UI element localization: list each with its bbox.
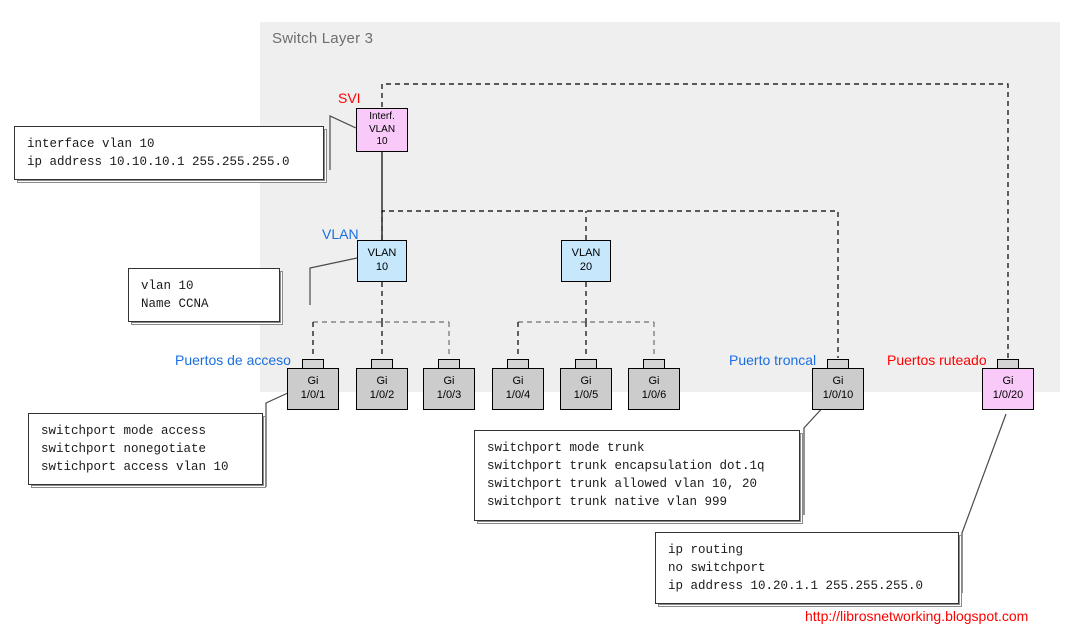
node-port-gi-1-0-3[interactable]: Gi 1/0/3 xyxy=(423,368,475,410)
port-10-line-1: Gi xyxy=(832,375,844,388)
port-20-line-1: Gi xyxy=(1002,375,1014,388)
port-3-line-2: 1/0/3 xyxy=(436,389,462,401)
label-svi: SVI xyxy=(338,90,361,106)
port-tab-gi-1-0-6 xyxy=(643,359,665,368)
port-tab-gi-1-0-3 xyxy=(438,359,460,368)
node-port-gi-1-0-2[interactable]: Gi 1/0/2 xyxy=(356,368,408,410)
config-box-svi: interface vlan 10 ip address 10.10.10.1 … xyxy=(14,126,324,181)
vlan-10-line-2: 10 xyxy=(375,261,389,273)
port-tab-gi-1-0-10 xyxy=(827,359,849,368)
vlan-10-line-1: VLAN xyxy=(367,247,397,260)
label-access-ports: Puertos de acceso xyxy=(175,352,291,368)
port-tab-gi-1-0-1 xyxy=(302,359,324,368)
footer-url[interactable]: http://librosnetworking.blogspot.com xyxy=(805,608,1029,624)
port-2-line-2: 1/0/2 xyxy=(369,389,395,401)
port-tab-gi-1-0-2 xyxy=(371,359,393,368)
label-trunk-port: Puerto troncal xyxy=(729,352,817,368)
port-tab-gi-1-0-4 xyxy=(507,359,529,368)
vlan-20-line-2: 20 xyxy=(579,261,593,273)
config-box-routed: ip routing no switchport ip address 10.2… xyxy=(655,532,959,605)
node-port-gi-1-0-6[interactable]: Gi 1/0/6 xyxy=(628,368,680,410)
switch-panel xyxy=(260,22,1060,392)
port-2-line-1: Gi xyxy=(376,375,388,388)
svi-line-1: Interf. xyxy=(369,111,395,123)
port-4-line-1: Gi xyxy=(512,375,524,388)
port-4-line-2: 1/0/4 xyxy=(505,389,531,401)
port-1-line-2: 1/0/1 xyxy=(300,389,326,401)
label-routed-ports: Puertos ruteado xyxy=(887,352,987,368)
port-6-line-2: 1/0/6 xyxy=(641,389,667,401)
node-svi-vlan10[interactable]: Interf. VLAN 10 xyxy=(356,108,408,152)
page-title: Switch Layer 3 xyxy=(272,30,374,47)
node-port-gi-1-0-5[interactable]: Gi 1/0/5 xyxy=(560,368,612,410)
config-box-vlan: vlan 10 Name CCNA xyxy=(128,268,280,323)
node-port-gi-1-0-10[interactable]: Gi 1/0/10 xyxy=(812,368,864,410)
node-vlan-20[interactable]: VLAN 20 xyxy=(561,240,611,282)
port-3-line-1: Gi xyxy=(443,375,455,388)
node-port-gi-1-0-4[interactable]: Gi 1/0/4 xyxy=(492,368,544,410)
port-tab-gi-1-0-20 xyxy=(997,359,1019,368)
label-vlan: VLAN xyxy=(322,226,359,242)
port-1-line-1: Gi xyxy=(307,375,319,388)
port-tab-gi-1-0-5 xyxy=(575,359,597,368)
port-10-line-2: 1/0/10 xyxy=(822,389,854,401)
node-port-gi-1-0-1[interactable]: Gi 1/0/1 xyxy=(287,368,339,410)
port-20-line-2: 1/0/20 xyxy=(992,389,1024,401)
port-5-line-2: 1/0/5 xyxy=(573,389,599,401)
svi-line-3: 10 xyxy=(376,136,388,148)
config-box-access: switchport mode access switchport nonego… xyxy=(28,413,263,486)
port-5-line-1: Gi xyxy=(580,375,592,388)
svi-line-2: VLAN xyxy=(368,123,396,135)
port-6-line-1: Gi xyxy=(648,375,660,388)
config-box-trunk: switchport mode trunk switchport trunk e… xyxy=(474,430,800,521)
vlan-20-line-1: VLAN xyxy=(571,247,601,260)
node-vlan-10[interactable]: VLAN 10 xyxy=(357,240,407,282)
node-port-gi-1-0-20[interactable]: Gi 1/0/20 xyxy=(982,368,1034,410)
